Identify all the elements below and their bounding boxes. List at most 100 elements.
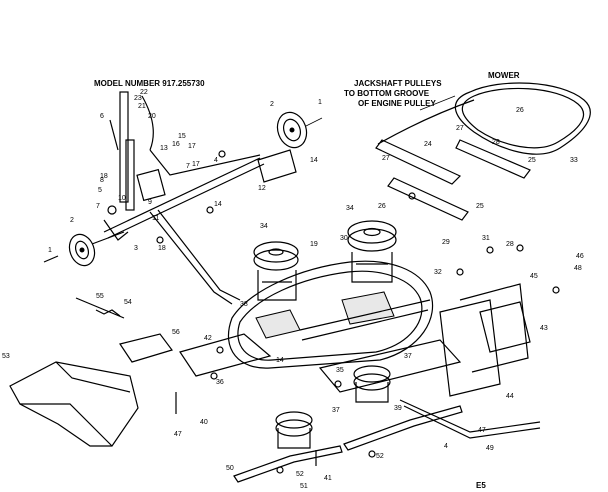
callout-28: 28 <box>492 139 500 146</box>
chute-plate <box>119 333 173 363</box>
callout-15: 15 <box>178 133 186 140</box>
callout-14: 14 <box>310 157 318 164</box>
callout-50: 50 <box>226 465 234 472</box>
callout-6: 6 <box>100 113 104 120</box>
callout-27: 27 <box>382 155 390 162</box>
note-arrow <box>419 95 456 111</box>
callout-16: 16 <box>172 141 180 148</box>
discharge-chute <box>9 361 139 447</box>
callout-10: 10 <box>118 195 126 202</box>
jackshaft-note: JACKSHAFT PULLEYS TO BOTTOM GROOVE OF EN… <box>344 79 442 108</box>
callout-29: 29 <box>442 239 450 246</box>
callout-12: 12 <box>258 185 266 192</box>
callout-18: 18 <box>158 245 166 252</box>
callout-37: 37 <box>404 353 412 360</box>
hardware-items <box>43 150 560 474</box>
callout-42: 42 <box>204 335 212 342</box>
callout-52: 52 <box>376 453 384 460</box>
callout-55: 55 <box>96 293 104 300</box>
jackshaft-note-line-3: OF ENGINE PULLEY <box>358 99 436 108</box>
drive-belt <box>377 82 591 155</box>
callout-23: 23 <box>134 95 142 102</box>
spindle-lower-right <box>353 365 391 403</box>
jackshaft-note-line-1: JACKSHAFT PULLEYS <box>354 79 442 88</box>
callout-25: 25 <box>476 203 484 210</box>
callout-4: 4 <box>444 443 448 450</box>
callout-31: 31 <box>482 235 490 242</box>
callout-38: 38 <box>240 301 248 308</box>
callout-48: 48 <box>574 265 582 272</box>
model-number-label: MODEL NUMBER 917.255730 <box>94 79 205 88</box>
callout-5: 5 <box>98 187 102 194</box>
callout-53: 53 <box>2 353 10 360</box>
callout-26: 26 <box>516 107 524 114</box>
callout-45: 45 <box>530 273 538 280</box>
blade-right <box>343 405 463 451</box>
callout-36: 36 <box>216 379 224 386</box>
callout-49: 49 <box>486 445 494 452</box>
rear-arm <box>399 399 541 439</box>
callout-37: 37 <box>332 407 340 414</box>
callout-13: 13 <box>160 145 168 152</box>
callout-52: 52 <box>296 471 304 478</box>
jackshaft-note-line-2: TO BOTTOM GROOVE <box>344 89 430 98</box>
spindle-pulley-left <box>253 241 299 301</box>
callout-4: 4 <box>214 157 218 164</box>
callout-8: 8 <box>100 177 104 184</box>
callout-24: 24 <box>424 141 432 148</box>
callout-47: 47 <box>174 431 182 438</box>
callout-32: 32 <box>434 269 442 276</box>
callout-7: 7 <box>96 203 100 210</box>
callout-33: 33 <box>570 157 578 164</box>
rear-support-bars <box>375 139 531 221</box>
callout-54: 54 <box>124 299 132 306</box>
callout-1: 1 <box>318 99 322 106</box>
callout-51: 51 <box>300 483 308 490</box>
callout-1: 1 <box>48 247 52 254</box>
callout-44: 44 <box>506 393 514 400</box>
callout-7: 7 <box>186 163 190 170</box>
gauge-wheel-front <box>68 231 125 267</box>
callout-19: 19 <box>310 241 318 248</box>
spindle-lower-left <box>275 411 313 449</box>
callout-25: 25 <box>528 157 536 164</box>
lever-rod <box>75 297 125 319</box>
callout-26: 26 <box>378 203 386 210</box>
callout-11: 11 <box>152 215 159 222</box>
callout-2: 2 <box>70 217 74 224</box>
callout-56: 56 <box>172 329 180 336</box>
callout-28: 28 <box>506 241 514 248</box>
lift-lever-assembly <box>103 91 265 305</box>
callout-30: 30 <box>340 235 348 242</box>
callout-46: 46 <box>576 253 584 260</box>
rear-mount-bracket <box>439 283 531 397</box>
callout-3: 3 <box>134 245 138 252</box>
callout-14: 14 <box>214 201 222 208</box>
callout-2: 2 <box>270 101 274 108</box>
spindle-pulley-right <box>347 220 397 283</box>
callout-34: 34 <box>260 223 268 230</box>
callout-35: 35 <box>336 367 344 374</box>
callout-14: 14 <box>276 357 284 364</box>
callout-47: 47 <box>478 427 486 434</box>
diagram-code: E5 <box>476 481 486 490</box>
callout-34: 34 <box>346 205 354 212</box>
front-bracket <box>257 149 297 183</box>
gauge-wheel-rear <box>276 111 323 149</box>
callout-39: 39 <box>394 405 402 412</box>
callout-21: 21 <box>138 103 146 110</box>
callout-18: 18 <box>100 173 108 180</box>
callout-17: 17 <box>192 161 200 168</box>
callout-43: 43 <box>540 325 548 332</box>
callout-22: 22 <box>140 89 148 96</box>
mower-deck-housing <box>179 260 462 393</box>
blade-left <box>233 445 343 483</box>
callout-20: 20 <box>148 113 156 120</box>
callout-27: 27 <box>456 125 464 132</box>
callout-17: 17 <box>188 143 196 150</box>
callout-9: 9 <box>148 199 152 206</box>
callout-41: 41 <box>324 475 332 482</box>
mower-label: MOWER <box>488 71 520 80</box>
